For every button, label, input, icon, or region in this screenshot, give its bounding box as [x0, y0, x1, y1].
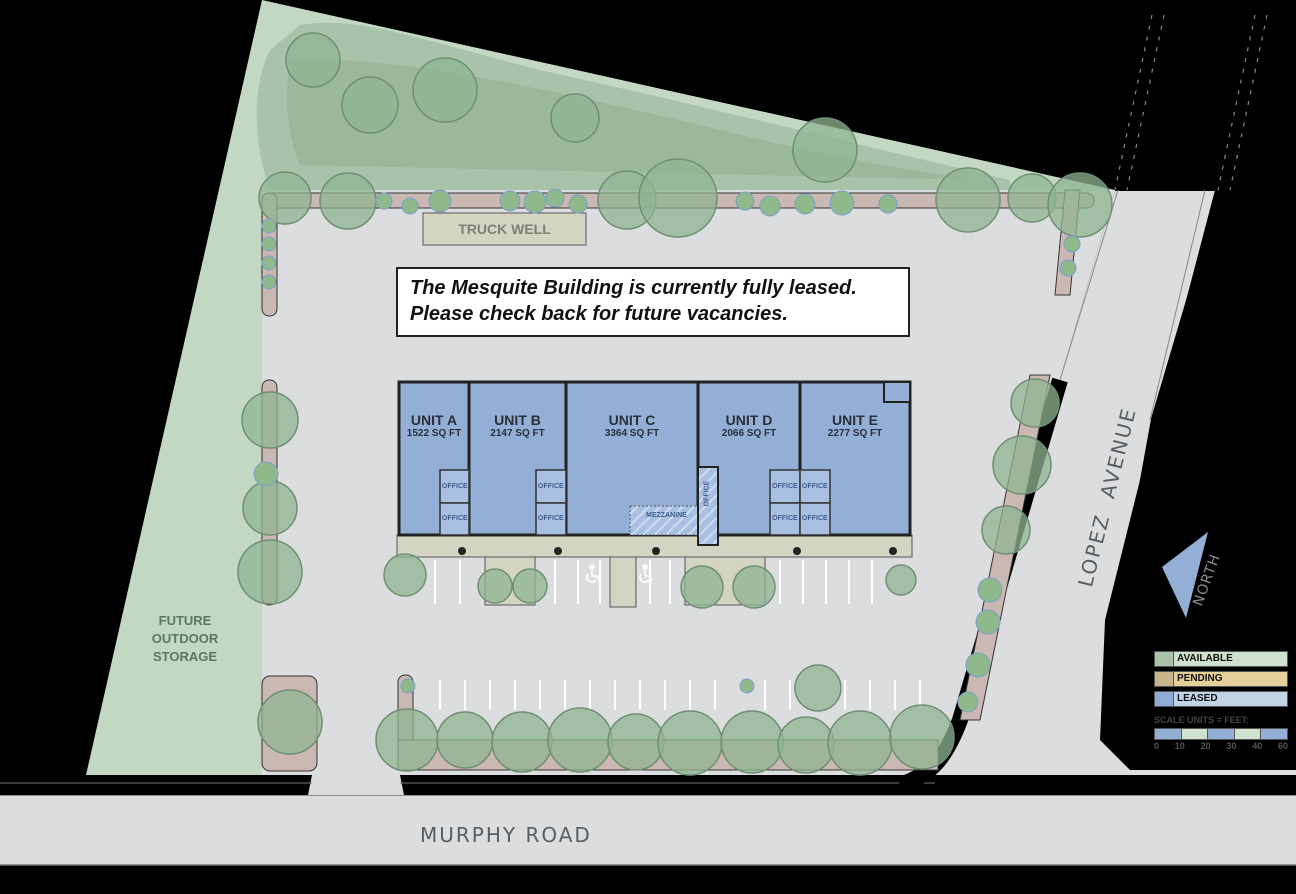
office-label: OFFICE [538, 483, 564, 490]
unit-e-label[interactable]: UNIT E 2277 SQ FT [800, 412, 910, 439]
unit-d-label[interactable]: UNIT D 2066 SQ FT [698, 412, 800, 439]
office-label: OFFICE [772, 483, 798, 490]
lopez-avenue [935, 190, 1296, 786]
scale-bar [1154, 728, 1288, 740]
office-label: OFFICE [538, 515, 564, 522]
unit-d-name: UNIT D [725, 412, 773, 428]
north-arrow-icon [1162, 532, 1208, 618]
legend-pending: PENDING [1154, 671, 1288, 687]
trees [237, 32, 1113, 776]
office-label: OFFICE [442, 483, 468, 490]
office-label: OFFICE [442, 515, 468, 522]
unit-e-size: 2277 SQ FT [827, 428, 883, 439]
mezzanine-label: MEZZANINE [646, 512, 687, 519]
unit-a-name: UNIT A [410, 412, 458, 428]
truck-well [422, 212, 587, 246]
scale-ticks: 0 10 20 30 40 60 [1154, 741, 1288, 751]
unit-a-size: 1522 SQ FT [406, 428, 462, 439]
unit-c-size: 3364 SQ FT [604, 428, 660, 439]
leased-swatch [1155, 692, 1174, 706]
unit-d-office [697, 466, 719, 546]
legend: AVAILABLE PENDING LEASED SCALE UNITS = F… [1154, 651, 1288, 751]
unit-b-name: UNIT B [494, 412, 541, 428]
office-label: OFFICE [802, 483, 828, 490]
future-storage-label: FUTURE OUTDOOR STORAGE [151, 613, 219, 664]
unit-a-label[interactable]: UNIT A 1522 SQ FT [399, 412, 469, 439]
unit-c-label[interactable]: UNIT C 3364 SQ FT [566, 412, 698, 439]
murphy-road [0, 795, 1296, 865]
shrubs [253, 188, 1081, 713]
legend-available: AVAILABLE [1154, 651, 1288, 667]
murphy-road-label: MURPHY ROAD [420, 823, 592, 847]
notice-line-2: Please check back for future vacancies. [410, 303, 788, 325]
unit-b-label[interactable]: UNIT B 2147 SQ FT [469, 412, 566, 439]
unit-c-name: UNIT C [608, 412, 656, 428]
unit-e-name: UNIT E [832, 412, 878, 428]
unit-b-size: 2147 SQ FT [490, 428, 545, 439]
notice-line-1: The Mesquite Building is currently fully… [410, 277, 857, 299]
mezzanine [629, 505, 703, 536]
legend-leased: LEASED [1154, 691, 1288, 707]
scale-title: SCALE UNITS = FEET: [1154, 715, 1250, 725]
accessible-parking-icon [586, 564, 653, 583]
office-label: OFFICE [772, 515, 798, 522]
office-label: OFFICE [802, 515, 828, 522]
truck-well-label: TRUCK WELL [458, 221, 551, 237]
available-swatch [1155, 652, 1174, 666]
office-label-vertical: OFFICE [703, 480, 711, 507]
pending-swatch [1155, 672, 1174, 686]
unit-d-size: 2066 SQ FT [721, 428, 777, 439]
lease-status-notice: The Mesquite Building is currently fully… [396, 267, 910, 337]
